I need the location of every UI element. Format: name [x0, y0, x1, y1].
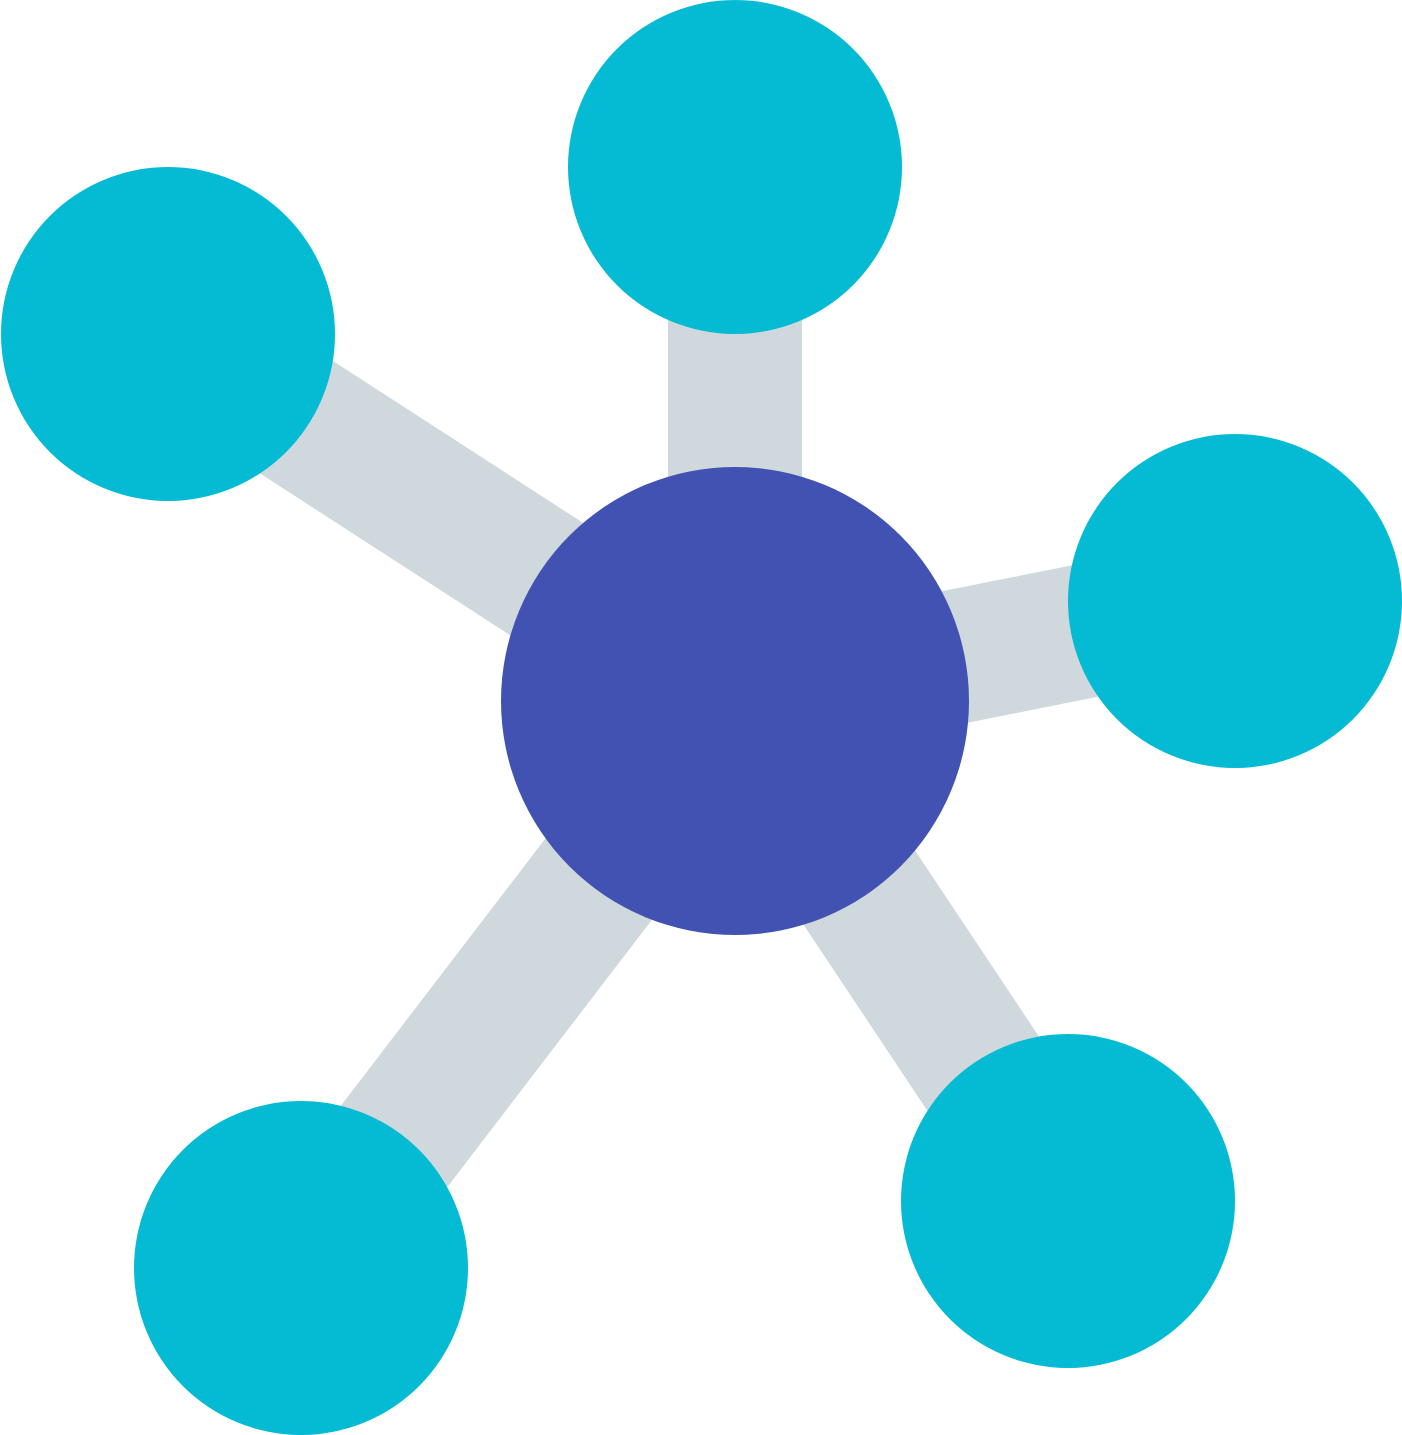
node-top	[568, 0, 902, 334]
hub-node	[501, 467, 969, 935]
node-bottom-left	[134, 1101, 468, 1435]
node-right	[1068, 434, 1402, 768]
node-bottom-right	[901, 1034, 1235, 1368]
node-top-left	[1, 167, 335, 501]
